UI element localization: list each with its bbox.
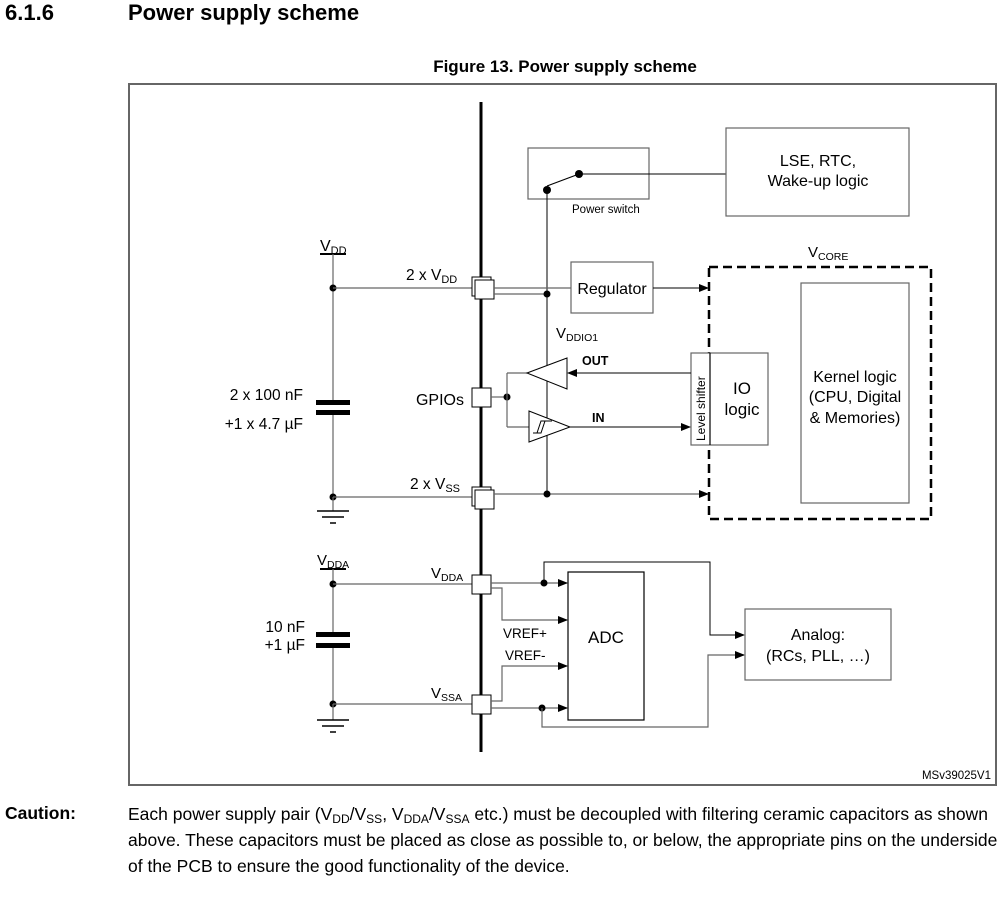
schmitt-symbol — [533, 420, 552, 434]
kernel-logic-block — [800, 282, 910, 504]
level-shifter-label: Level shifter — [694, 376, 708, 441]
vref-plus-wire — [491, 587, 568, 624]
vdda-to-analog-wire — [543, 561, 745, 639]
figure-frame — [128, 83, 997, 786]
adc-label: ADC — [588, 628, 624, 647]
vddio1-label: VDDIO1 — [556, 325, 598, 344]
lse-label-line2: Wake-up logic — [768, 173, 869, 190]
switch-lever — [546, 173, 580, 187]
caution-label: Caution: — [5, 803, 76, 823]
vssa-pin-label: VSSA — [431, 685, 462, 704]
kernel-label-line2: (CPU, Digital — [809, 389, 901, 406]
ground-icon — [317, 510, 349, 524]
kernel-label-line1: Kernel logic — [813, 369, 897, 386]
main-capacitor-label-line1: 2 x 100 nF — [230, 387, 303, 404]
vss-pin-label: 2 x VSS — [410, 476, 460, 495]
main-capacitor-gap — [320, 405, 346, 410]
analog-capacitor-bottom-plate — [316, 643, 350, 648]
vddio1-junction — [543, 290, 551, 298]
gpio-pin — [471, 387, 492, 408]
vcore-label: VCORE — [808, 244, 848, 263]
section-title: Power supply scheme — [128, 0, 360, 25]
analog-capacitor-label-line1: 10 nF — [265, 619, 305, 636]
vdda-pin — [471, 574, 492, 595]
vref-plus-label: VREF+ — [503, 626, 547, 641]
io-label-line2: logic — [725, 400, 760, 419]
adc-block — [567, 571, 645, 721]
figure-title: Figure 13. Power supply scheme — [433, 57, 697, 76]
vssa-to-analog-wire — [541, 651, 745, 728]
analog-capacitor-gap — [320, 637, 346, 643]
io-label-line1: IO — [733, 379, 751, 398]
ground-icon — [317, 719, 349, 733]
analog-block — [744, 608, 892, 681]
analog-capacitor-label-line2: +1 µF — [265, 637, 305, 654]
vref-minus-wire — [491, 662, 568, 702]
regulator-label: Regulator — [577, 281, 647, 298]
vdda-pin-label: VDDA — [431, 565, 463, 584]
lse-rtc-block — [725, 127, 910, 217]
power-switch-label: Power switch — [572, 204, 640, 216]
vref-minus-label: VREF- — [505, 648, 546, 663]
io-logic-block — [690, 352, 769, 446]
input-schmitt-buffer — [528, 410, 572, 443]
main-capacitor-label-line2: +1 x 4.7 µF — [225, 416, 303, 433]
vss-pin — [474, 489, 495, 510]
analog-label-line2: (RCs, PLL, …) — [766, 648, 870, 665]
vssa-pin — [471, 694, 492, 715]
vss-vddio1-junction — [543, 490, 551, 498]
section-number: 6.1.6 — [5, 0, 54, 25]
analog-label-line1: Analog: — [791, 627, 845, 644]
analog-capacitor-top-plate — [316, 632, 350, 637]
vdd-pin — [474, 279, 495, 300]
kernel-label-line3: & Memories) — [810, 410, 901, 427]
lse-label-line1: LSE, RTC, — [780, 153, 856, 170]
main-capacitor-bottom-plate — [316, 410, 350, 415]
vdd-pin-label: 2 x VDD — [406, 267, 457, 286]
in-label: IN — [592, 411, 605, 425]
figure-id-label: MSv39025V1 — [922, 770, 991, 782]
gpios-label: GPIOs — [416, 392, 464, 409]
caution-text: Each power supply pair (VDD/VSS, VDDA/VS… — [128, 804, 998, 876]
main-capacitor-top-plate — [316, 400, 350, 405]
out-label: OUT — [582, 354, 609, 368]
